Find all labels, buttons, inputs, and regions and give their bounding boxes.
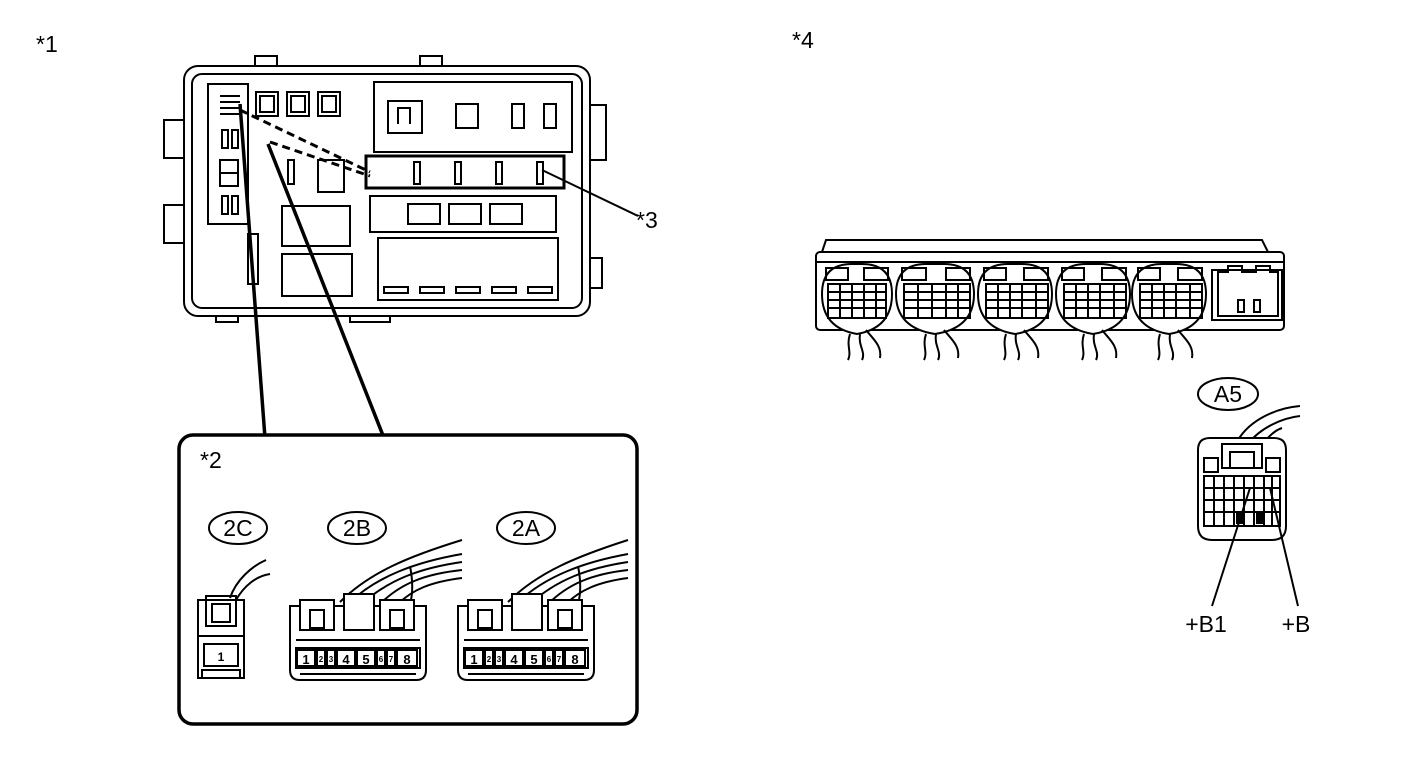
pin-2a-2: 2 [487,655,492,664]
pin-2a-8: 8 [571,652,578,667]
pin-2c-1: 1 [218,650,225,664]
pin-2a-1: 1 [470,652,477,667]
connector-2c: 1 [197,559,271,679]
pin-2a-6: 6 [547,655,552,664]
callout-3-leader [541,169,639,217]
pointer-dashed-2 [269,140,371,178]
pin-2b-6: 6 [379,655,384,664]
junction-block [163,55,607,323]
terminal-b-leader [1269,487,1299,607]
connector-2c-label: 2C [223,515,252,541]
connector-a5 [1197,405,1301,541]
pin-2b-1: 1 [302,652,309,667]
ecu-unit [815,239,1285,361]
pin-2b-7: 7 [389,655,394,664]
connector-2a-label: 2A [512,515,541,541]
callout-1-label: *1 [36,31,58,57]
pin-2a-4: 4 [510,652,518,667]
pin-2b-8: 8 [403,652,410,667]
connector-a5-label: A5 [1214,381,1242,407]
pin-2a-5: 5 [530,652,537,667]
connector-2b [289,539,463,681]
pin-2b-3: 3 [329,655,334,664]
pin-2b-4: 4 [342,652,350,667]
pin-2a-7: 7 [557,655,562,664]
connector-2a [457,539,629,681]
connector-2c-tag: 2C [208,511,268,545]
pointer-dashed-1 [239,108,371,174]
terminal-b1-leader [1211,487,1251,607]
pin-2b-5: 5 [362,652,369,667]
pin-2b-2: 2 [319,655,324,664]
callout-2-label: *2 [200,447,222,473]
callout-3-label: *3 [636,207,658,233]
connector-a5-tag: A5 [1197,377,1259,411]
connector-2b-tag: 2B [327,511,387,545]
terminal-b-label: +B [1282,611,1311,637]
terminal-b1-label: +B1 [1185,611,1227,637]
zoom-lines [238,103,386,439]
callout-4-label: *4 [792,27,814,53]
pin-2a-3: 3 [497,655,502,664]
connector-2b-label: 2B [343,515,371,541]
connector-2a-tag: 2A [496,511,556,545]
